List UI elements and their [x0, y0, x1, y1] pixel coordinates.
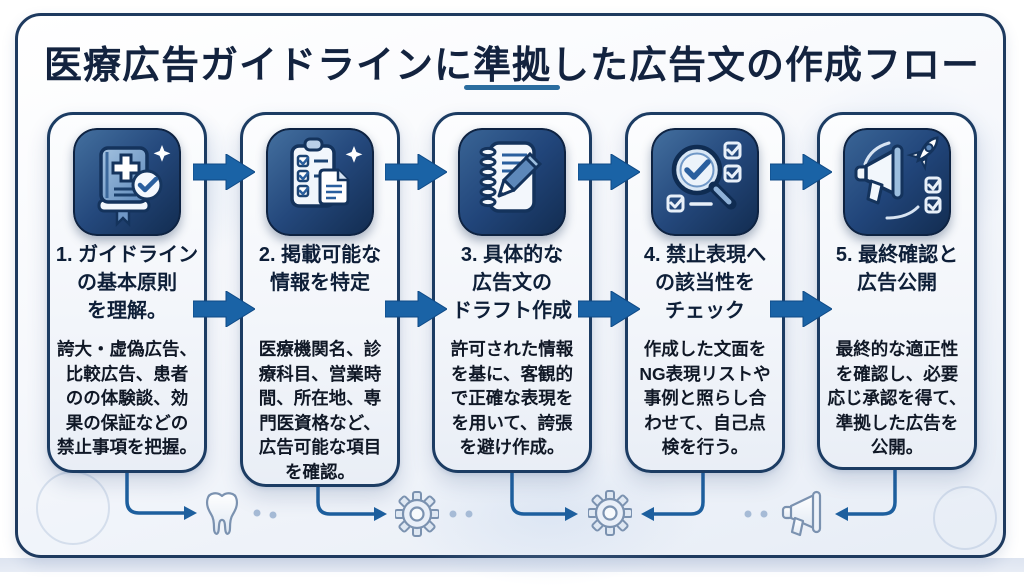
page-title: 医療広告ガイドラインに準拠した広告文の作成フロー — [43, 45, 980, 87]
title-underline — [464, 85, 560, 90]
tooth-icon — [205, 492, 239, 535]
flow-arrow-right — [578, 291, 640, 327]
gear-icon — [588, 490, 632, 536]
publish-megaphone-icon — [843, 128, 951, 236]
flow-arrow-right — [193, 154, 255, 190]
step-description: 最終的な適正性 を確認し、必要 応じ承認を得て、 準拠した広告を 公開。 — [827, 339, 967, 457]
flow-arrow-right — [385, 291, 447, 327]
permitted-info-checklist-icon — [266, 128, 374, 236]
prohibited-expression-magnifier-icon — [651, 128, 759, 236]
step-card-5: 5. 最終確認と 広告公開 最終的な適正性 を確認し、必要 応じ承認を得て、 準… — [817, 112, 977, 470]
step-title: 2. 掲載可能な 情報を特定 — [258, 244, 382, 294]
step-card-3: 3. 具体的な 広告文の ドラフト作成 許可された情報 を基に、客観的 で正確な… — [432, 112, 592, 473]
step-description: 誇大・虚偽広告、 比較広告、患者 のの体験談、効 果の保証などの 禁止事項を把握… — [57, 339, 197, 457]
connector-lines — [125, 468, 897, 521]
step-description: 作成した文面を NG表現リストや 事例と照らし合 わせて、自己点 検を行う。 — [639, 339, 771, 457]
flow-arrow-right — [770, 154, 832, 190]
bottom-margin-strip — [0, 558, 1024, 572]
gear-icon — [395, 491, 439, 537]
infographic-canvas: 医療広告ガイドラインに準拠した広告文の作成フロー 1. ガイドライン の基本原則… — [0, 13, 1024, 586]
medical-guideline-book-icon — [73, 128, 181, 236]
flow-arrow-right — [770, 291, 832, 327]
flow-arrow-right — [578, 154, 640, 190]
step-description: 許可された情報 を基に、客観的 で正確な表現を を用いて、誇張 を避け作成。 — [450, 339, 574, 457]
step-title: 5. 最終確認と 広告公開 — [835, 244, 959, 294]
step-card-4: 4. 禁止表現へ の該当性を チェック 作成した文面を NG表現リストや 事例と… — [625, 112, 785, 473]
step-card-1: 1. ガイドライン の基本原則 を理解。 誇大・虚偽広告、 比較広告、患者 のの… — [47, 112, 207, 473]
step-title: 1. ガイドライン の基本原則 を理解。 — [55, 244, 199, 322]
megaphone-icon — [781, 490, 822, 537]
step-description: 医療機関名、診 療科目、営業時 間、所在地、専 門医資格など、 広告可能な項目 … — [258, 339, 382, 482]
step-title: 4. 禁止表現へ の該当性を チェック — [643, 244, 767, 322]
flow-arrow-right — [385, 154, 447, 190]
step-title: 3. 具体的な 広告文の ドラフト作成 — [452, 244, 572, 322]
draft-notebook-pen-icon — [458, 128, 566, 236]
step-card-2: 2. 掲載可能な 情報を特定 医療機関名、診 療科目、営業時 間、所在地、専 門… — [240, 112, 400, 487]
flow-arrow-right — [193, 291, 255, 327]
decorative-ring — [933, 486, 997, 550]
